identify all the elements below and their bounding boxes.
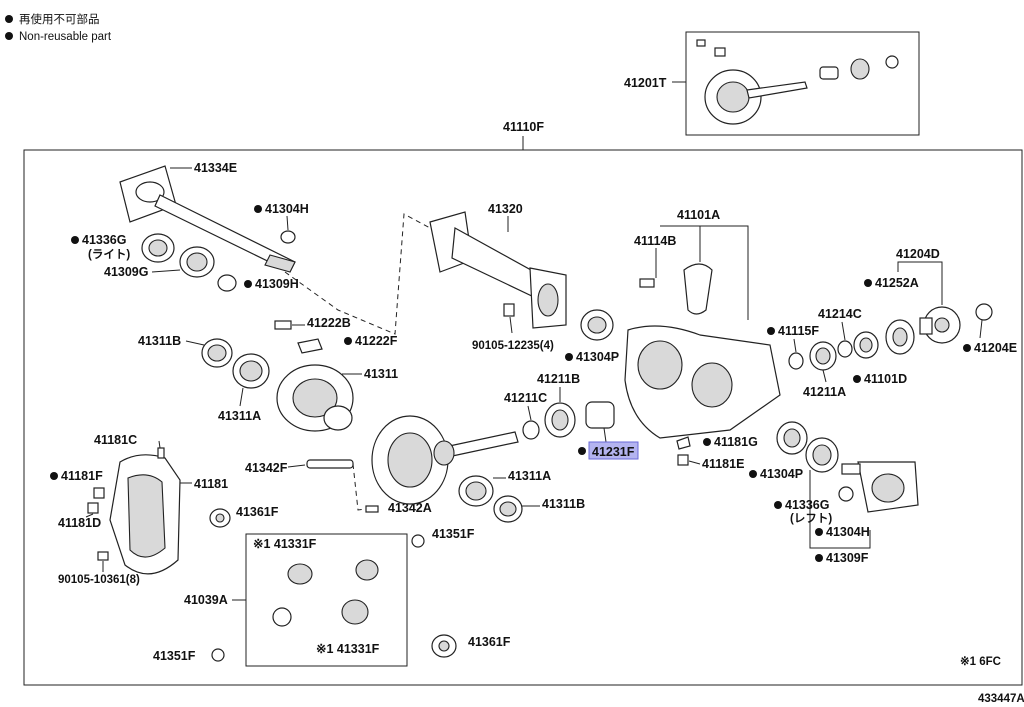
part-label-41304H-right[interactable]: 41304H: [826, 525, 870, 539]
part-41181D: [87, 502, 99, 514]
part-label-41309F[interactable]: 41309F: [826, 551, 869, 565]
part-41204E: [975, 303, 993, 321]
legend: 再使用不可部品 Non-reusable part: [5, 12, 112, 43]
part-label-41222F[interactable]: 41222F: [355, 334, 398, 348]
part-label-41181C[interactable]: 41181C: [94, 433, 137, 447]
part-label-41331F-bottom[interactable]: ※1 41331F: [316, 642, 380, 656]
part-label-41039A[interactable]: 41039A: [184, 593, 228, 607]
part-label-41336G-top[interactable]: 41336G: [82, 233, 126, 247]
part-label-41311A-right[interactable]: 41311A: [508, 469, 551, 483]
part-label-41311A-left[interactable]: 41311A: [218, 409, 261, 423]
part-label-41361F-bottom[interactable]: 41361F: [468, 635, 511, 649]
part-label-41110F[interactable]: 41110F: [503, 120, 544, 134]
diagram-reference-number: 433447A: [978, 693, 1024, 705]
part-41351F-bottom: [211, 648, 225, 662]
part-41181E: [677, 454, 689, 466]
part-41304H: [280, 230, 296, 244]
part-label-41252A[interactable]: 41252A: [875, 276, 919, 290]
differential-case-41311: [276, 364, 354, 432]
highlight-box: [588, 441, 639, 460]
part-label-41231F[interactable]: 41231F: [592, 445, 635, 459]
part-label-41311B-right[interactable]: 41311B: [542, 497, 585, 511]
part-label-41331F-top[interactable]: ※1 41331F: [253, 537, 317, 551]
main-assembly-frame: [23, 136, 1023, 686]
part-label-41101A[interactable]: 41101A: [677, 208, 720, 222]
legend-en-text: Non-reusable part: [19, 31, 112, 43]
part-label-41304P-right[interactable]: 41304P: [760, 467, 803, 481]
ring-pinion-set-box: [672, 31, 920, 136]
flange-right-output: [841, 461, 919, 513]
part-label-41114B[interactable]: 41114B: [634, 234, 676, 248]
legend-bullet-icon: [5, 15, 13, 23]
part-41222B: [274, 320, 292, 330]
part-label-41342A[interactable]: 41342A: [388, 501, 432, 515]
part-label-41342F[interactable]: 41342F: [245, 461, 288, 475]
part-label-41204E[interactable]: 41204E: [974, 341, 1017, 355]
part-label-41304H-top[interactable]: 41304H: [265, 202, 309, 216]
part-41181F: [93, 487, 105, 499]
part-label-41336G-right[interactable]: 41336G: [785, 498, 829, 512]
part-41181G: [676, 436, 691, 450]
part-label-41204D[interactable]: 41204D: [896, 247, 940, 261]
part-label-41181G[interactable]: 41181G: [714, 435, 758, 449]
part-label-90105-12235[interactable]: 90105-12235(4): [472, 340, 554, 352]
legend-bullet-icon: [5, 32, 13, 40]
part-label-41351F-bottom[interactable]: 41351F: [153, 649, 196, 663]
part-41211C: [522, 420, 540, 440]
part-90105-12235: [503, 303, 515, 317]
part-90105-10361: [97, 551, 109, 561]
part-label-41181[interactable]: 41181: [194, 477, 228, 491]
part-41115F: [788, 352, 804, 370]
part-41342A: [365, 505, 379, 513]
part-label-41320[interactable]: 41320: [488, 202, 523, 216]
part-41231F: [585, 401, 615, 429]
part-label-41311B-left[interactable]: 41311B: [138, 334, 181, 348]
part-label-41181E[interactable]: 41181E: [702, 457, 744, 471]
part-41351F-right: [411, 534, 425, 548]
part-label-41101D[interactable]: 41101D: [864, 372, 907, 386]
footer-note: ※1 6FC: [960, 655, 1001, 668]
part-label-41211A[interactable]: 41211A: [803, 385, 846, 399]
part-41214C: [837, 340, 853, 358]
part-label-41311[interactable]: 41311: [364, 367, 398, 381]
housing-41101A: [624, 263, 781, 439]
part-41304H-right: [838, 486, 854, 502]
part-41222F: [297, 338, 323, 354]
part-label-41309G[interactable]: 41309G: [104, 265, 148, 279]
part-label-41336G-top-sub: (ライト): [88, 248, 130, 261]
part-label-41304P-mid[interactable]: 41304P: [576, 350, 619, 364]
part-label-41309H[interactable]: 41309H: [255, 277, 299, 291]
part-label-41361F-mid[interactable]: 41361F: [236, 505, 279, 519]
part-label-41211B[interactable]: 41211B: [537, 372, 580, 386]
cover-41181: [109, 447, 181, 575]
part-label-41334E[interactable]: 41334E: [194, 161, 237, 175]
part-label-90105-10361[interactable]: 90105-10361(8): [58, 574, 140, 586]
part-label-41181D[interactable]: 41181D: [58, 516, 101, 530]
part-label-41214C[interactable]: 41214C: [818, 307, 862, 321]
part-label-41336G-right-sub: (レフト): [790, 512, 832, 525]
part-41114B: [639, 278, 655, 288]
ring-gear-pinion: [371, 415, 519, 505]
carrier-41320: [429, 211, 567, 329]
part-label-41201T[interactable]: 41201T: [624, 76, 667, 90]
pinion-kit-box: [232, 533, 408, 667]
axle-shaft-41334E: [119, 165, 296, 273]
part-label-41181F[interactable]: 41181F: [61, 469, 103, 483]
part-label-41222B[interactable]: 41222B: [307, 316, 351, 330]
part-label-41351F-right[interactable]: 41351F: [432, 527, 475, 541]
part-41342F: [306, 459, 354, 469]
flange-41204D: [919, 306, 961, 344]
part-label-41211C[interactable]: 41211C: [504, 391, 547, 405]
legend-jp-text: 再使用不可部品: [19, 12, 100, 26]
part-label-41115F[interactable]: 41115F: [778, 324, 819, 338]
part-41309H: [217, 274, 237, 292]
